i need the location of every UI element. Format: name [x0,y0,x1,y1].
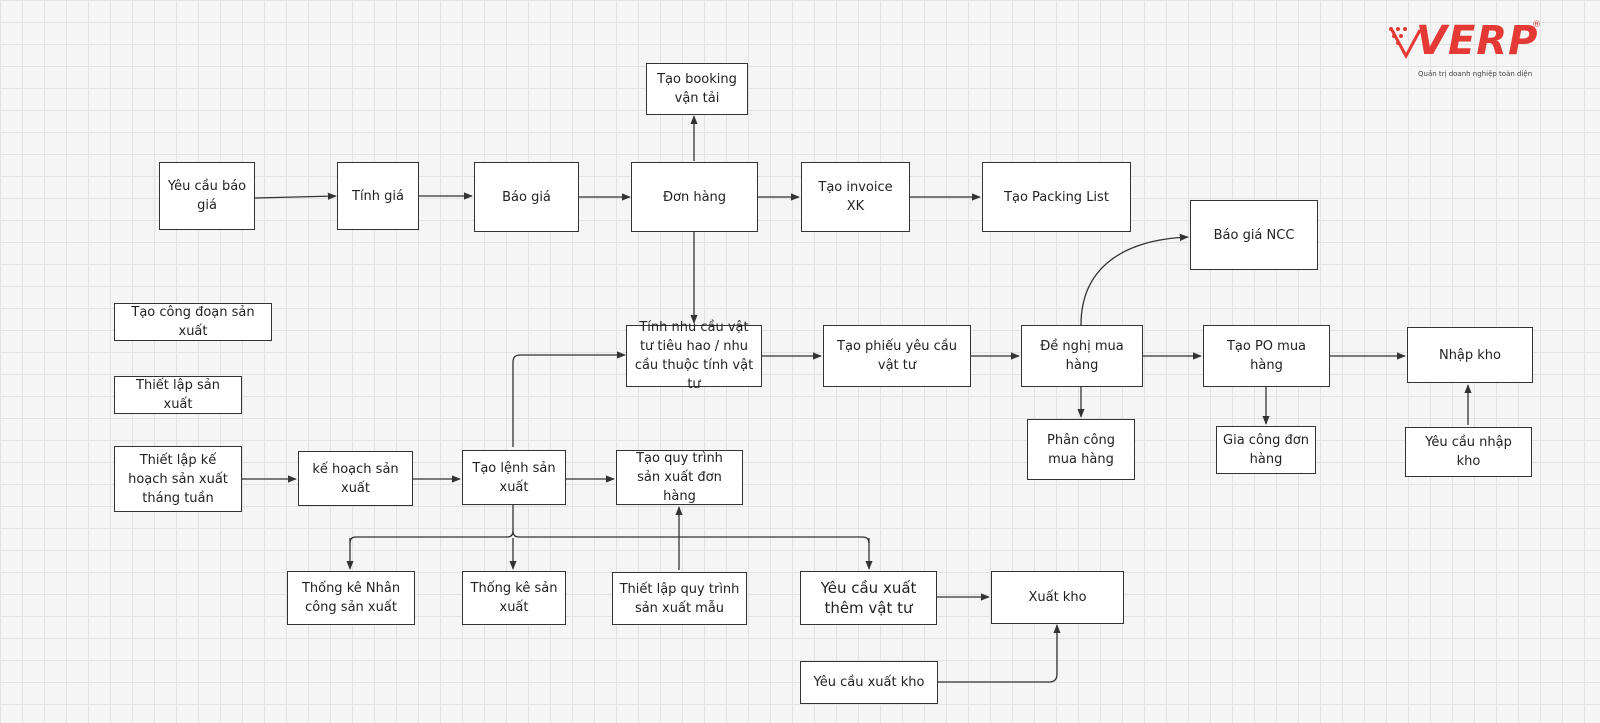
node-bao-gia-ncc[interactable]: Báo giá NCC [1190,200,1318,270]
node-tao-phieu-yc[interactable]: Tạo phiếu yêu cầu vật tư [823,325,971,387]
arrow-lenh-sx-to-tinh-nhu-cau [512,351,626,447]
node-tao-po[interactable]: Tạo PO mua hàng [1203,325,1330,387]
node-tao-booking[interactable]: Tạo booking vận tải [646,63,748,115]
node-tao-cong-doan[interactable]: Tạo công đoạn sản xuất [114,303,272,341]
node-don-hang[interactable]: Đơn hàng [631,162,758,232]
node-gia-cong[interactable]: Gia công đơn hàng [1216,426,1316,474]
verp-logo: VERP ® Quản trị doanh nghiệp toàn diện [1388,18,1558,82]
arrow-yeu-cau-bao-gia-to-tinh-gia [254,192,337,200]
node-thiet-lap-kh[interactable]: Thiết lập kế hoạch sản xuất tháng tuần [114,446,242,512]
node-tao-lenh-sx[interactable]: Tạo lệnh sản xuất [462,450,566,505]
node-tao-quy-trinh[interactable]: Tạo quy trình sản xuất đơn hàng [616,450,743,505]
node-phan-cong-mua[interactable]: Phân công mua hàng [1027,419,1135,480]
node-tinh-nhu-cau[interactable]: Tính nhu cầu vật tư tiêu hao / nhu cầu t… [626,320,762,392]
arrow-de-nghi-to-bao-gia-ncc [1080,233,1189,326]
logo-registered: ® [1532,20,1541,30]
branch-left [349,530,514,544]
node-tinh-gia[interactable]: Tính giá [337,162,419,230]
node-thiet-lap-qt[interactable]: Thiết lập quy trình sản xuất mẫu [612,572,747,625]
node-bao-gia[interactable]: Báo giá [474,162,579,232]
arrow-yc-xuat-kho-to-xuat-kho [938,624,1061,683]
node-thiet-lap-sx[interactable]: Thiết lập sản xuất [114,376,242,414]
node-yeu-cau-bao-gia[interactable]: Yêu cầu báo giá [159,162,255,230]
logo-mark-icon [1389,27,1422,60]
logo-tagline: Quản trị doanh nghiệp toàn diện [1418,70,1533,78]
node-de-nghi-mua[interactable]: Đề nghị mua hàng [1021,325,1143,387]
node-yc-xuat-them[interactable]: Yêu cầu xuất thêm vật tư [800,571,937,625]
node-thong-ke-nc[interactable]: Thống kê Nhân công sản xuất [287,571,415,625]
node-yc-xuat-kho[interactable]: Yêu cầu xuất kho [800,661,938,704]
node-nhap-kho[interactable]: Nhập kho [1407,327,1533,383]
node-tao-packing[interactable]: Tạo Packing List [982,162,1131,232]
node-tao-invoice[interactable]: Tạo invoice XK [801,162,910,232]
node-xuat-kho[interactable]: Xuất kho [991,571,1124,624]
node-ke-hoach-sx[interactable]: kế hoạch sản xuất [298,451,413,506]
logo-word: VERP [1416,18,1539,64]
node-yc-nhap-kho[interactable]: Yêu cầu nhập kho [1405,427,1532,477]
branch-bus [512,505,870,544]
node-thong-ke-sx[interactable]: Thống kê sản xuất [462,571,566,625]
